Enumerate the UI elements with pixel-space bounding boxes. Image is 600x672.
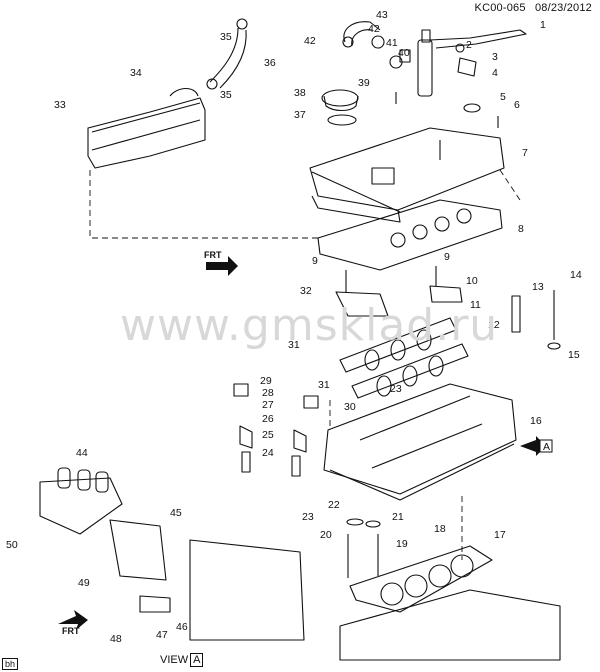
- valve-cover-gasket: [317, 199, 503, 271]
- callout-19: 19: [396, 538, 408, 550]
- callout-43: 43: [376, 9, 388, 21]
- callout-36: 36: [264, 57, 276, 69]
- callout-46: 46: [176, 621, 188, 633]
- callout-49: 49: [78, 577, 90, 589]
- svg-text:FRT: FRT: [204, 250, 222, 260]
- callout-48: 48: [110, 633, 122, 645]
- svg-text:FRT: FRT: [62, 626, 80, 636]
- callout-20: 20: [320, 529, 332, 541]
- callout-24: 24: [262, 447, 274, 459]
- valve-cover: [309, 127, 505, 223]
- callout-31: 31: [288, 339, 300, 351]
- camshaft-cap-32: [335, 291, 389, 317]
- callout-25: 25: [262, 429, 274, 441]
- callout-9: 9: [444, 251, 450, 263]
- callout-23: 23: [390, 383, 402, 395]
- callout-30: 30: [344, 401, 356, 413]
- callout-17: 17: [494, 529, 506, 541]
- callout-6: 6: [514, 99, 520, 111]
- callout-42: 42: [304, 35, 316, 47]
- callout-33: 33: [54, 99, 66, 111]
- bolt-2: [455, 43, 465, 53]
- callout-27: 27: [262, 399, 274, 411]
- callout-11: 11: [470, 299, 481, 311]
- diagram-code: KC00-065: [474, 2, 526, 14]
- callout-39: 39: [358, 77, 370, 89]
- callout-31: 31: [318, 379, 330, 391]
- pcv-hose: [206, 18, 248, 90]
- callout-44: 44: [76, 447, 88, 459]
- spark-plug: [511, 295, 521, 333]
- callout-8: 8: [518, 223, 524, 235]
- callout-32: 32: [300, 285, 312, 297]
- callout-9: 9: [312, 255, 318, 267]
- camshafts: [339, 317, 469, 399]
- callout-35: 35: [220, 31, 232, 43]
- front-arrow-top: FRT: [204, 250, 238, 276]
- callout-16: 16: [530, 415, 542, 427]
- breather-cover: [87, 87, 206, 169]
- bracket-45: [109, 519, 167, 581]
- callout-34: 34: [130, 67, 142, 79]
- front-arrow-bottom: FRT: [58, 610, 88, 636]
- callout-42: 42: [368, 23, 380, 35]
- callout-5: 5: [500, 91, 506, 103]
- callout-37: 37: [294, 109, 306, 121]
- engine-side-block: [189, 539, 305, 641]
- callout-38: 38: [294, 87, 306, 99]
- callout-29: 29: [260, 375, 272, 387]
- watermark: www.gmsklad.ru: [120, 300, 499, 351]
- callout-13: 13: [532, 281, 544, 293]
- callout-7: 7: [522, 147, 528, 159]
- callout-50: 50: [6, 539, 18, 551]
- pipe-assembly: [417, 29, 527, 97]
- camshaft-cap-10: [429, 285, 463, 303]
- callout-45: 45: [170, 507, 182, 519]
- callout-41: 41: [386, 37, 398, 49]
- bracket-4: [457, 57, 477, 77]
- callout-40: 40: [398, 47, 410, 59]
- callout-1: 1: [540, 19, 546, 31]
- valve-40: [399, 49, 411, 63]
- vvt-solenoid-housing: [39, 467, 123, 535]
- callout-2: 2: [466, 39, 472, 51]
- diagram-date: 08/23/2012: [534, 2, 592, 14]
- valve-seal-21: [365, 520, 381, 528]
- cam-sensor-47: [139, 595, 171, 613]
- callout-23: 23: [302, 511, 314, 523]
- callout-4: 4: [492, 67, 498, 79]
- vent-hose: [342, 21, 385, 49]
- callout-18: 18: [434, 523, 446, 535]
- valve-seal-22: [346, 518, 364, 526]
- valve-train-parts: [233, 383, 319, 477]
- callout-3: 3: [492, 51, 498, 63]
- view-a-arrow: A: [520, 436, 553, 456]
- callout-12: 12: [488, 319, 500, 331]
- washer-15: [547, 342, 561, 350]
- callout-14: 14: [570, 269, 582, 281]
- corner-tag: bh: [2, 658, 19, 670]
- callout-10: 10: [466, 275, 478, 287]
- svg-text:A: A: [543, 441, 550, 453]
- callout-22: 22: [328, 499, 340, 511]
- callout-47: 47: [156, 629, 168, 641]
- grommet-5: [463, 103, 481, 113]
- callout-21: 21: [392, 511, 404, 523]
- cylinder-head: [323, 383, 517, 501]
- callout-26: 26: [262, 413, 274, 425]
- head-gasket: [349, 545, 493, 613]
- oil-filler-cap: [321, 89, 359, 112]
- callout-28: 28: [262, 387, 274, 399]
- engine-block: [339, 589, 561, 661]
- callout-15: 15: [568, 349, 580, 361]
- diagram-header: KC00-065 08/23/2012: [469, 2, 592, 14]
- cap-seal-37: [327, 114, 357, 126]
- callout-35: 35: [220, 89, 232, 101]
